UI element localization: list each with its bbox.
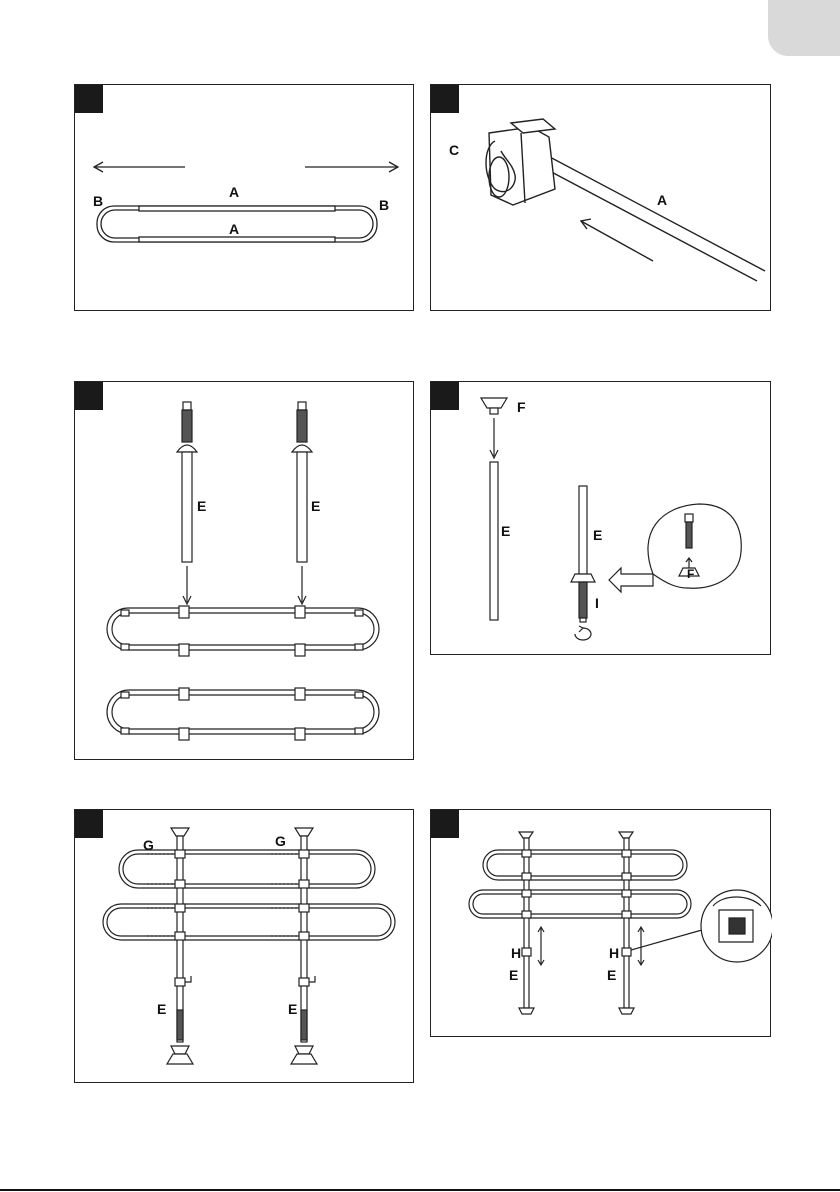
- section-tab: [768, 0, 840, 56]
- step-2-illustration: [431, 85, 772, 312]
- step-3-illustration: [75, 382, 415, 761]
- step-6-panel: H H E E: [430, 809, 771, 1037]
- step-3-label-e-left: E: [197, 499, 206, 513]
- step-4-label-e-left: E: [501, 524, 510, 538]
- step-1-illustration: [75, 85, 415, 312]
- step-2-label-c: C: [449, 143, 459, 157]
- step-4-panel: F E E I F: [430, 381, 771, 655]
- step-3-panel: E E: [74, 381, 414, 760]
- step-6-label-h-right: H: [609, 946, 619, 960]
- page-bottom-rule: [0, 1189, 840, 1191]
- step-4-label-i: I: [595, 596, 599, 610]
- step-1-panel: A A B B: [74, 84, 414, 311]
- step-1-label-a-top: A: [229, 185, 239, 199]
- step-5-label-e-left: E: [157, 1002, 166, 1016]
- step-5-label-g-right: G: [275, 834, 286, 848]
- step-1-label-b-right: B: [379, 198, 389, 212]
- step-5-label-g-left: G: [143, 838, 154, 852]
- step-4-illustration: [431, 382, 772, 656]
- step-6-label-h-left: H: [511, 946, 521, 960]
- step-2-label-a: A: [657, 193, 667, 207]
- step-1-label-a-bottom: A: [229, 222, 239, 236]
- step-5-label-e-right: E: [288, 1002, 297, 1016]
- step-3-label-e-right: E: [311, 499, 320, 513]
- step-6-label-e-left: E: [509, 968, 518, 982]
- step-5-illustration: [75, 810, 415, 1084]
- step-5-panel: G G E E: [74, 809, 414, 1083]
- step-1-label-b-left: B: [93, 194, 103, 208]
- step-4-label-f-top: F: [517, 400, 526, 414]
- step-2-panel: C A: [430, 84, 771, 311]
- step-6-illustration: [431, 810, 772, 1038]
- step-6-label-e-right: E: [607, 968, 616, 982]
- step-4-label-e-right: E: [593, 528, 602, 542]
- step-4-label-f-detail: F: [687, 568, 694, 580]
